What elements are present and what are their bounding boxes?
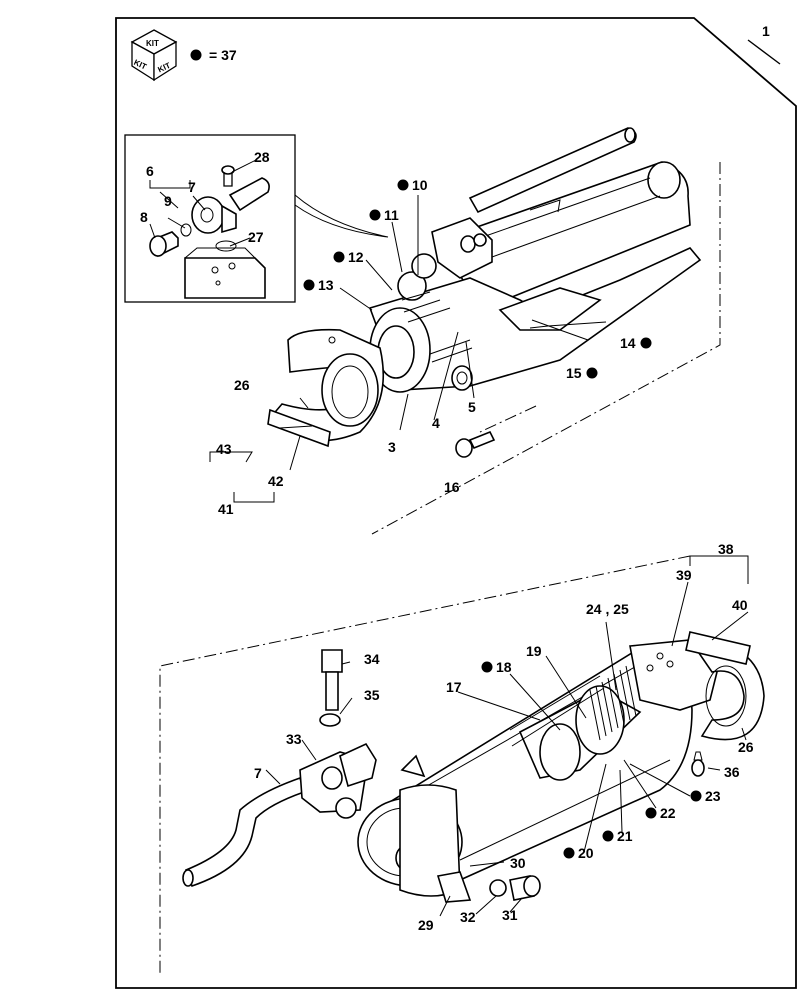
part-label-33: 33 xyxy=(286,731,302,747)
part-label-1: 1 xyxy=(762,23,770,39)
part-label-20: 20 xyxy=(578,845,594,861)
diagram-frame xyxy=(115,17,797,989)
part-label-32: 32 xyxy=(460,909,476,925)
part-label-31: 31 xyxy=(502,907,518,923)
kit-text-top: KIT xyxy=(146,39,159,48)
part-label-7a: 7 xyxy=(188,179,196,195)
part-label-6: 6 xyxy=(146,163,154,179)
part-label-35: 35 xyxy=(364,687,380,703)
part-label-26a: 26 xyxy=(234,377,250,393)
kit-marker-dot-22 xyxy=(645,807,657,819)
kit-icon: KIT KIT KIT xyxy=(130,29,178,82)
part-label-16: 16 xyxy=(444,479,460,495)
kit-marker-dot-18 xyxy=(481,661,493,673)
upper-assembly xyxy=(267,127,721,535)
kit-marker-dot-14 xyxy=(640,337,652,349)
kit-marker-dot-15 xyxy=(586,367,598,379)
kit-marker-dot-20 xyxy=(563,847,575,859)
kit-marker-dot-21 xyxy=(602,830,614,842)
part-label-12: 12 xyxy=(348,249,364,265)
part-label-41: 41 xyxy=(218,501,234,517)
part-label-4: 4 xyxy=(432,415,440,431)
part-label-29: 29 xyxy=(418,917,434,933)
part-label-28: 28 xyxy=(254,149,270,165)
inset-parts xyxy=(149,165,270,299)
part-label-11: 11 xyxy=(384,207,399,223)
detail-inset-box xyxy=(124,134,296,303)
part-label-34: 34 xyxy=(364,651,380,667)
part-label-26b: 26 xyxy=(738,739,754,755)
kit-marker-dot-23 xyxy=(690,790,702,802)
kit-marker-dot-11 xyxy=(369,209,381,221)
kit-dot xyxy=(190,49,202,61)
part-label-8: 8 xyxy=(140,209,148,225)
part-label-38: 38 xyxy=(718,541,734,557)
kit-marker-dot-10 xyxy=(397,179,409,191)
part-label-24_25: 24 , 25 xyxy=(586,601,629,617)
kit-marker-dot-12 xyxy=(333,251,345,263)
part-label-10: 10 xyxy=(412,177,428,193)
part-label-43: 43 xyxy=(216,441,232,457)
part-label-5: 5 xyxy=(468,399,476,415)
kit-marker-dot-13 xyxy=(303,279,315,291)
part-label-15: 15 xyxy=(566,365,582,381)
part-label-19: 19 xyxy=(526,643,542,659)
lower-assembly xyxy=(159,555,765,974)
part-label-21: 21 xyxy=(617,828,633,844)
part-label-3: 3 xyxy=(388,439,396,455)
part-label-7b: 7 xyxy=(254,765,262,781)
part-label-40: 40 xyxy=(732,597,748,613)
part-label-42: 42 xyxy=(268,473,284,489)
part-label-39: 39 xyxy=(676,567,692,583)
part-label-27: 27 xyxy=(248,229,264,245)
part-label-36: 36 xyxy=(724,764,740,780)
part-label-18: 18 xyxy=(496,659,512,675)
part-label-17: 17 xyxy=(446,679,462,695)
part-label-22: 22 xyxy=(660,805,676,821)
part-label-14: 14 xyxy=(620,335,636,351)
part-label-30: 30 xyxy=(510,855,526,871)
part-label-23: 23 xyxy=(705,788,721,804)
part-label-13: 13 xyxy=(318,277,334,293)
part-label-9: 9 xyxy=(164,193,172,209)
kit-equals: = 37 xyxy=(209,47,237,63)
